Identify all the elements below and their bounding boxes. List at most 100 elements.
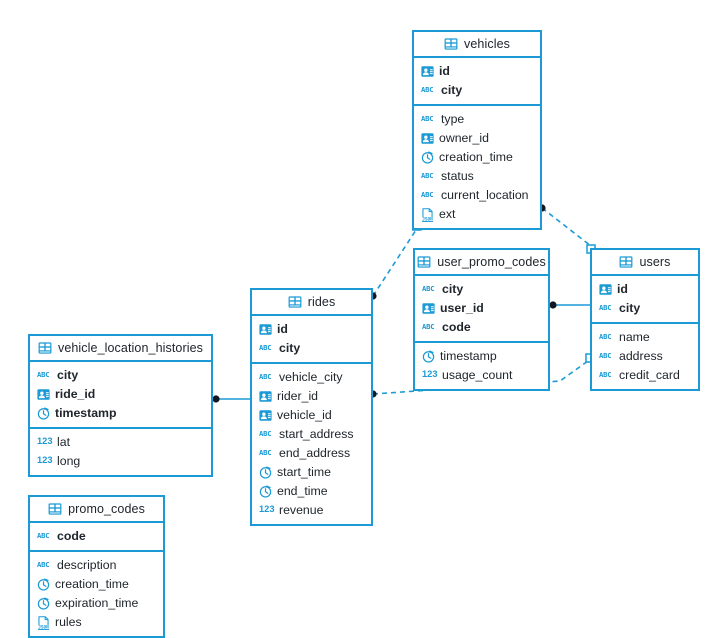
column-row-lat[interactable]: 123 lat <box>30 433 211 452</box>
relationship-rel-upc-users[interactable] <box>549 301 590 309</box>
table-header-user_promo_codes[interactable]: user_promo_codes <box>415 250 548 276</box>
abc-string-icon: ABC <box>599 331 612 341</box>
column-name: city <box>619 301 641 316</box>
abc-string-icon: ABC <box>421 170 434 180</box>
relationship-rel-vehicles-users[interactable] <box>538 204 596 254</box>
number-icon: 123 <box>37 435 53 446</box>
table-grid-icon <box>417 256 431 268</box>
column-name: usage_count <box>442 368 513 383</box>
number-icon: 123 <box>422 368 438 379</box>
primary-key-row-code[interactable]: ABC code <box>415 318 548 337</box>
relationship-source-dot <box>212 395 220 403</box>
abc-string-icon: ABC <box>599 302 612 312</box>
table-header-promo_codes[interactable]: promo_codes <box>30 497 163 523</box>
primary-key-row-ride_id[interactable]: ride_id <box>30 385 211 404</box>
column-name: user_id <box>440 301 484 316</box>
svg-text:JSON: JSON <box>38 624 49 629</box>
primary-key-row-city[interactable]: ABC city <box>30 366 211 385</box>
clock-icon <box>421 151 434 164</box>
svg-text:JSON: JSON <box>422 216 433 221</box>
abc-string-icon: ABC <box>422 321 435 331</box>
primary-key-row-id[interactable]: id <box>592 280 698 299</box>
column-name: credit_card <box>619 368 680 383</box>
key-id-icon <box>421 132 434 145</box>
column-row-vehicle_id[interactable]: vehicle_id <box>252 406 371 425</box>
abc-string-icon: ABC <box>599 350 612 360</box>
primary-key-row-id[interactable]: id <box>414 62 540 81</box>
column-name: address <box>619 349 663 364</box>
column-row-creation_time[interactable]: creation_time <box>30 575 163 594</box>
column-name: city <box>57 368 79 383</box>
relationship-rel-vlh-rides[interactable] <box>212 395 250 403</box>
primary-key-row-id[interactable]: id <box>252 320 371 339</box>
column-name: expiration_time <box>55 596 139 611</box>
primary-key-row-user_id[interactable]: user_id <box>415 299 548 318</box>
column-row-end_time[interactable]: end_time <box>252 482 371 501</box>
column-row-usage_count[interactable]: 123 usage_count <box>415 366 548 385</box>
table-title: vehicle_location_histories <box>57 341 204 355</box>
abc-string-icon: ABC <box>259 342 272 352</box>
table-header-users[interactable]: users <box>592 250 698 276</box>
primary-key-row-timestamp[interactable]: timestamp <box>30 404 211 423</box>
key-id-icon <box>259 323 272 336</box>
abc-string-icon: ABC <box>37 530 50 540</box>
json-icon: JSON <box>421 207 434 222</box>
table-header-vehicles[interactable]: vehicles <box>414 32 540 58</box>
column-name: rules <box>55 615 82 630</box>
key-id-icon <box>37 388 50 401</box>
column-row-rules[interactable]: JSON rules <box>30 613 163 632</box>
abc-string-icon: ABC <box>37 559 50 569</box>
column-row-timestamp[interactable]: timestamp <box>415 347 548 366</box>
column-row-address[interactable]: ABC address <box>592 347 698 366</box>
column-row-expiration_time[interactable]: expiration_time <box>30 594 163 613</box>
key-id-icon <box>421 65 434 78</box>
table-header-vehicle_location_histories[interactable]: vehicle_location_histories <box>30 336 211 362</box>
column-name: creation_time <box>55 577 129 592</box>
column-row-rider_id[interactable]: rider_id <box>252 387 371 406</box>
table-grid-icon <box>288 296 302 308</box>
abc-string-icon: ABC <box>421 113 434 123</box>
column-row-owner_id[interactable]: owner_id <box>414 129 540 148</box>
column-name: code <box>442 320 471 335</box>
clock-icon <box>422 350 435 363</box>
column-name: id <box>439 64 450 79</box>
table-grid-icon <box>619 256 633 268</box>
column-row-start_time[interactable]: start_time <box>252 463 371 482</box>
column-row-creation_time[interactable]: creation_time <box>414 148 540 167</box>
column-name: creation_time <box>439 150 513 165</box>
primary-key-row-city[interactable]: ABC city <box>592 299 698 318</box>
table-header-rides[interactable]: rides <box>252 290 371 316</box>
column-name: lat <box>57 435 70 450</box>
relationship-source-dot <box>549 301 557 309</box>
abc-string-icon: ABC <box>37 369 50 379</box>
